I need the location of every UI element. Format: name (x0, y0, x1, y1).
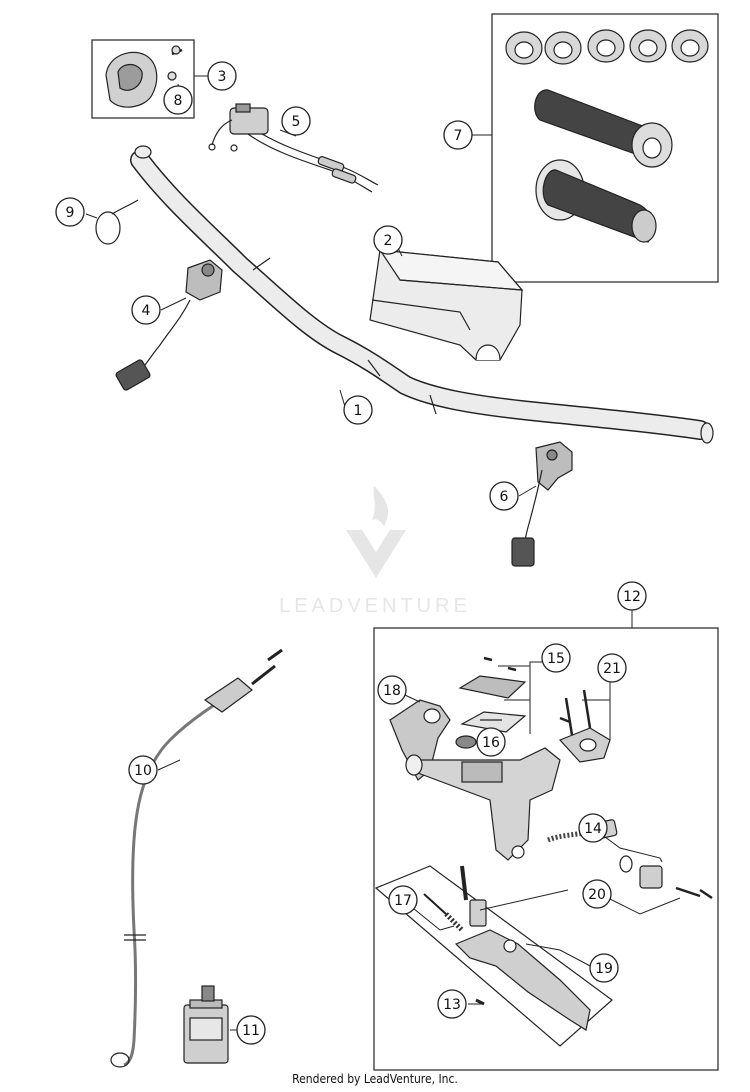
brake-line (110, 648, 283, 1068)
callout-1: 1 (343, 395, 373, 425)
callout-label: 11 (242, 1023, 260, 1039)
callout-label: 12 (623, 589, 641, 605)
lever-pin-spring (423, 865, 487, 932)
callout-label: 8 (174, 93, 183, 109)
callout-17: 17 (388, 885, 418, 915)
callout-16: 16 (476, 727, 506, 757)
footer-credit: Rendered by LeadVenture, Inc. (292, 1072, 458, 1086)
watermark-text: LEADVENTURE (279, 595, 471, 617)
callout-circle (377, 675, 407, 705)
box-brake-master-group (373, 627, 719, 1071)
callout-circle (578, 813, 608, 843)
box-grip-group (491, 13, 719, 283)
right-switch (511, 441, 573, 567)
callout-label: 5 (292, 114, 301, 130)
handlebar (130, 145, 714, 444)
callout-6: 6 (489, 481, 519, 511)
callout-circle (541, 643, 571, 673)
callout-label: 16 (482, 735, 500, 751)
callout-21: 21 (597, 653, 627, 683)
callout-circle (343, 395, 373, 425)
callout-5: 5 (281, 106, 311, 136)
callout-label: 4 (142, 303, 151, 319)
watermark: LEADVENTURE (279, 486, 471, 617)
callout-14: 14 (578, 813, 608, 843)
callout-label: 20 (588, 887, 606, 903)
callout-circle (489, 481, 519, 511)
chevron-icon (346, 530, 406, 578)
grip-set (505, 29, 709, 243)
callout-13: 13 (437, 989, 467, 1019)
callout-circle (373, 225, 403, 255)
callout-label: 13 (443, 997, 461, 1013)
callout-label: 6 (500, 489, 509, 505)
callout-circle (437, 989, 467, 1019)
diaphragm (455, 735, 477, 749)
callout-circle (617, 581, 647, 611)
callout-2: 2 (373, 225, 403, 255)
callout-label: 15 (547, 651, 565, 667)
callout-label: 18 (383, 683, 401, 699)
bar-pad (369, 249, 524, 361)
callout-circle (55, 197, 85, 227)
callout-label: 1 (354, 403, 363, 419)
lever-guard (389, 699, 451, 781)
reservoir-cover-screws (458, 656, 527, 733)
callout-circle (207, 61, 237, 91)
adjuster (639, 865, 713, 900)
callout-circle (128, 755, 158, 785)
callout-circle (443, 120, 473, 150)
callout-3: 3 (207, 61, 237, 91)
callout-circle (388, 885, 418, 915)
callout-circle (236, 1015, 266, 1045)
callout-12: 12 (617, 581, 647, 611)
bar-clamp (105, 45, 183, 108)
callout-circle (476, 727, 506, 757)
callout-circle (589, 953, 619, 983)
callout-4: 4 (131, 295, 161, 325)
callout-circle (163, 85, 193, 115)
callout-11: 11 (236, 1015, 266, 1045)
callout-label: 7 (454, 128, 463, 144)
callout-15: 15 (541, 643, 571, 673)
throttle-cable-assembly (208, 103, 379, 193)
callout-label: 2 (384, 233, 393, 249)
callout-circle (131, 295, 161, 325)
callout-7: 7 (443, 120, 473, 150)
callout-9: 9 (55, 197, 85, 227)
callout-20: 20 (582, 879, 612, 909)
callout-10: 10 (128, 755, 158, 785)
lever-kit-outline (374, 865, 613, 1047)
callout-label: 10 (134, 763, 152, 779)
callout-8: 8 (163, 85, 193, 115)
callout-label: 21 (603, 661, 621, 677)
clamp-and-bolts (558, 689, 611, 763)
flame-icon (372, 486, 389, 526)
callout-circle (281, 106, 311, 136)
brake-lever (454, 929, 591, 1031)
cable-tie (95, 199, 139, 245)
master-cylinder-body (405, 747, 561, 861)
left-switch (115, 259, 223, 391)
callout-label: 17 (394, 893, 412, 909)
callout-19: 19 (589, 953, 619, 983)
callout-label: 3 (218, 69, 227, 85)
callout-18: 18 (377, 675, 407, 705)
box-bar-clamp-group (91, 39, 195, 119)
callout-label: 19 (595, 961, 613, 977)
callout-label: 9 (66, 205, 75, 221)
callout-circle (597, 653, 627, 683)
brake-fluid-bottle (183, 985, 229, 1064)
callout-label: 14 (584, 821, 602, 837)
callout-circle (582, 879, 612, 909)
